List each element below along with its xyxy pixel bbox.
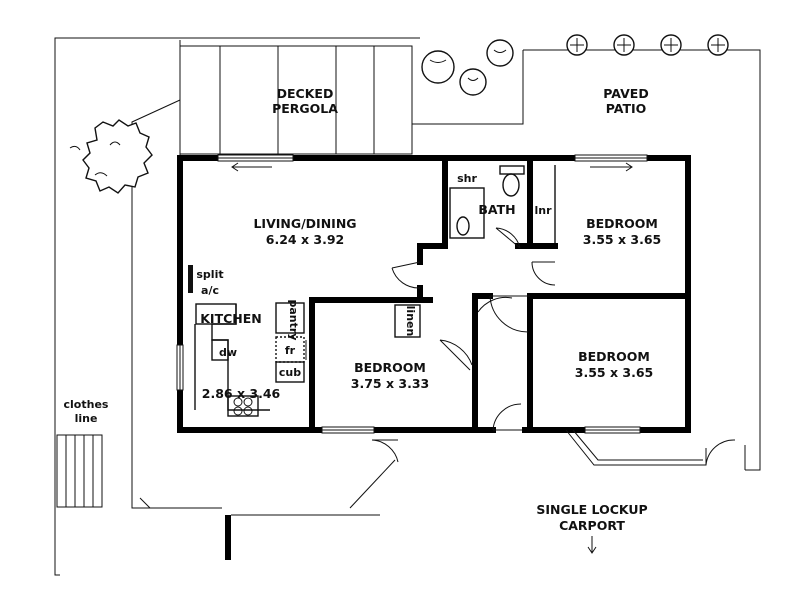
labels: DECKED PERGOLA PAVED PATIO LIVING/DINING…: [64, 86, 662, 533]
decked-pergola: [179, 45, 413, 155]
toilet-icon: [499, 165, 525, 197]
dishwasher-label: dw: [219, 346, 237, 359]
hedge-icon: [566, 34, 729, 56]
fridge-label: fr: [285, 344, 296, 357]
clothes-line: [56, 434, 103, 508]
carport-label-2: CARPORT: [559, 518, 625, 533]
bedroom-se-dims: 3.55 x 3.65: [575, 365, 653, 380]
split-ac-label-2: a/c: [201, 284, 219, 297]
site-boundary: [54, 37, 761, 576]
paved-patio-label-1: PAVED: [603, 86, 648, 101]
split-ac-label-1: split: [196, 268, 223, 281]
tree-icon: [69, 119, 153, 194]
interior-walls: [188, 155, 691, 433]
linen-label: linen: [404, 306, 417, 337]
kitchen-dims: 2.86 x 3.46: [202, 386, 281, 401]
living-dining-dims: 6.24 x 3.92: [266, 232, 344, 247]
bir-label: lnr: [534, 204, 552, 217]
bedroom-s-label: BEDROOM: [354, 360, 426, 375]
kitchen-label: KITCHEN: [200, 311, 262, 326]
bedroom-ne-label: BEDROOM: [586, 216, 658, 231]
clothes-line-label-1: clothes: [64, 398, 109, 411]
decked-pergola-label-2: PERGOLA: [272, 101, 338, 116]
bedroom-se-label: BEDROOM: [578, 349, 650, 364]
decked-pergola-label-1: DECKED: [277, 86, 334, 101]
clothes-line-label-2: line: [75, 412, 98, 425]
kitchen-fixtures: [194, 302, 307, 417]
slide-arrow-icon: [231, 162, 633, 172]
arrow-down-icon: [587, 536, 597, 554]
doors: [371, 227, 736, 466]
windows: [176, 154, 648, 434]
shower-label: shr: [457, 172, 477, 185]
bedroom-s-dims: 3.75 x 3.33: [351, 376, 429, 391]
pantry-label: pantry: [287, 300, 300, 341]
shrub-icon: [421, 39, 514, 96]
shower-icon: [449, 187, 485, 239]
carport-label-1: SINGLE LOCKUP: [536, 502, 647, 517]
living-dining-label: LIVING/DINING: [253, 216, 356, 231]
bedroom-ne-dims: 3.55 x 3.65: [583, 232, 661, 247]
paved-patio-label-2: PATIO: [606, 101, 647, 116]
basin-icon: [456, 216, 470, 236]
patio-edge: [412, 50, 524, 125]
bath-label: BATH: [478, 202, 515, 217]
cupboard-label: cub: [279, 366, 301, 379]
